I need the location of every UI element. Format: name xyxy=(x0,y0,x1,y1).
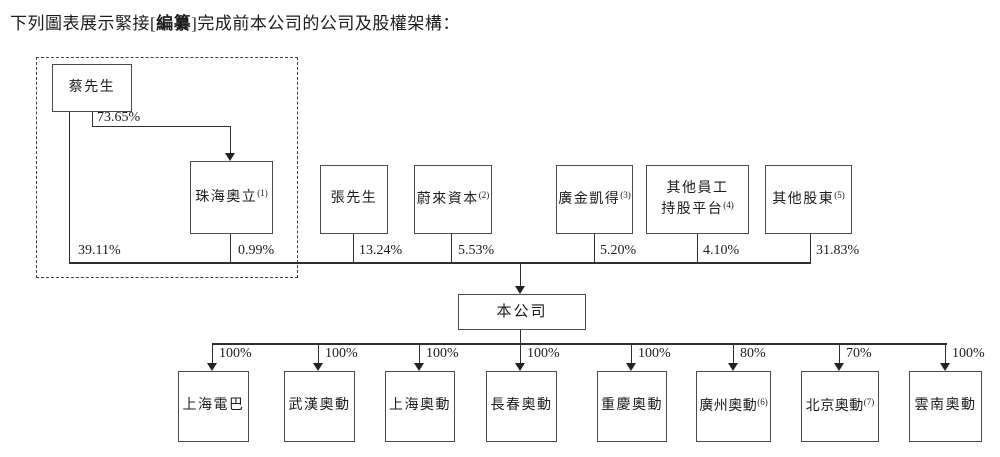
pct-label-zhang: 13.24% xyxy=(359,243,403,258)
node-beijing-aodong-footnote: (7) xyxy=(863,397,875,408)
pct-label-guangjin: 5.20% xyxy=(600,243,637,258)
connector-employee-platform-drop xyxy=(697,232,698,263)
node-other-shareholders: 其他股東(5) xyxy=(765,165,852,234)
arrowhead-into-company xyxy=(515,286,525,294)
node-yunnan-aodong: 雲南奧動 xyxy=(909,371,982,442)
node-zhuhai-aoli: 珠海奧立(1) xyxy=(190,161,273,234)
pct-label-sub-1: 100% xyxy=(219,346,252,361)
connector-sub-drop-7 xyxy=(839,345,840,364)
arrowhead-into-sub-6 xyxy=(728,363,738,371)
pct-label-sub-6: 80% xyxy=(740,346,766,361)
connector-weilai-drop xyxy=(451,232,452,263)
connector-sub-drop-3 xyxy=(419,345,420,364)
node-changchun-aodong-label: 長春奧動 xyxy=(490,398,553,414)
pct-label-cai-company: 39.11% xyxy=(78,243,121,258)
pct-label-sub-8: 100% xyxy=(952,346,985,361)
node-changchun-aodong: 長春奧動 xyxy=(486,371,557,442)
node-mr-zhang: 張先生 xyxy=(320,165,388,234)
node-zhuhai-aoli-footnote: (1) xyxy=(257,188,268,199)
pct-label-weilai: 5.53% xyxy=(458,243,495,258)
node-mr-zhang-label: 張先生 xyxy=(330,191,378,207)
arrowhead-into-sub-3 xyxy=(414,363,424,371)
node-guangjin-kaide-footnote: (3) xyxy=(620,190,631,201)
node-guangzhou-aodong-label: 廣州奧動 xyxy=(699,399,758,415)
node-employee-platform-label-line2: 持股平台 xyxy=(661,201,724,217)
pct-label-cai-zhuhai: 73.65% xyxy=(97,110,141,125)
node-company: 本公司 xyxy=(458,294,586,330)
node-yunnan-aodong-label: 雲南奧動 xyxy=(914,398,977,414)
node-chongqing-aodong-label: 重慶奧動 xyxy=(601,398,663,414)
page-title-prefix: 下列圖表展示緊接[ xyxy=(10,14,157,33)
node-beijing-aodong-label: 北京奧動 xyxy=(805,399,864,415)
node-shanghai-dianba: 上海電巴 xyxy=(178,371,249,442)
page-title-redaction: 編纂 xyxy=(156,14,192,33)
node-guangzhou-aodong-footnote: (6) xyxy=(757,397,768,408)
connector-cai-to-zhuhai-v1 xyxy=(92,110,93,127)
node-company-label: 本公司 xyxy=(496,303,548,320)
controlling-group-outline xyxy=(36,57,298,278)
node-mr-cai: 蔡先生 xyxy=(52,64,132,112)
node-other-shareholders-footnote: (5) xyxy=(834,190,845,201)
node-weilai-capital: 蔚來資本(2) xyxy=(414,165,492,234)
node-zhuhai-aoli-label: 珠海奧立 xyxy=(195,190,258,206)
node-weilai-capital-footnote: (2) xyxy=(478,190,490,201)
node-beijing-aodong: 北京奧動(7) xyxy=(801,371,879,442)
node-employee-platform: 其他員工 持股平台(4) xyxy=(646,165,749,234)
arrowhead-into-sub-4 xyxy=(515,363,525,371)
page-title: 下列圖表展示緊接[編纂]完成前本公司的公司及股權架構： xyxy=(10,9,460,34)
node-wuhan-aodong-label: 武漢奧動 xyxy=(288,398,351,414)
connector-company-down xyxy=(520,328,521,344)
pct-label-sub-5: 100% xyxy=(638,346,671,361)
node-shanghai-aodong: 上海奧動 xyxy=(385,371,455,442)
connector-sub-drop-6 xyxy=(733,345,734,364)
node-wuhan-aodong: 武漢奧動 xyxy=(284,371,355,442)
connector-cai-to-zhuhai-v2 xyxy=(230,126,231,155)
page-title-suffix: ]完成前本公司的公司及股權架構： xyxy=(191,14,460,33)
node-shanghai-aodong-label: 上海奧動 xyxy=(389,398,451,414)
arrowhead-into-sub-2 xyxy=(313,363,323,371)
node-chongqing-aodong: 重慶奧動 xyxy=(597,371,667,442)
connector-zhang-drop xyxy=(353,232,354,263)
arrowhead-into-sub-8 xyxy=(940,363,950,371)
connector-cai-to-zhuhai-h xyxy=(92,126,231,127)
node-guangjin-kaide-label: 廣金凱得 xyxy=(558,192,621,208)
shareholders-bus-line xyxy=(69,262,811,264)
pct-label-sub-7: 70% xyxy=(846,346,872,361)
pct-label-sub-2: 100% xyxy=(325,346,358,361)
connector-sub-drop-2 xyxy=(318,345,319,364)
node-shanghai-dianba-label: 上海電巴 xyxy=(182,398,245,414)
node-guangjin-kaide: 廣金凱得(3) xyxy=(556,165,633,234)
node-guangzhou-aodong: 廣州奧動(6) xyxy=(696,371,771,442)
node-mr-cai-label: 蔡先生 xyxy=(68,79,116,95)
connector-bus-to-company xyxy=(520,264,521,287)
connector-sub-drop-8 xyxy=(945,345,946,364)
arrowhead-into-sub-5 xyxy=(626,363,636,371)
connector-sub-drop-4 xyxy=(520,345,521,364)
connector-other-shareholders-drop xyxy=(810,232,811,263)
pct-label-employee-platform: 4.10% xyxy=(703,243,740,258)
node-other-shareholders-label: 其他股東 xyxy=(772,192,835,208)
pct-label-other-shareholders: 31.83% xyxy=(816,243,860,258)
node-weilai-capital-label: 蔚來資本 xyxy=(416,192,479,208)
arrowhead-into-sub-1 xyxy=(207,363,217,371)
connector-guangjin-drop xyxy=(594,232,595,263)
arrowhead-into-sub-7 xyxy=(834,363,844,371)
connector-zhuhai-drop xyxy=(230,232,231,263)
arrowhead-into-zhuhai-aoli xyxy=(225,153,235,161)
pct-label-sub-4: 100% xyxy=(527,346,560,361)
pct-label-zhuhai-company: 0.99% xyxy=(238,243,275,258)
pct-label-sub-3: 100% xyxy=(426,346,459,361)
subsidiaries-bus-line xyxy=(212,343,947,345)
connector-sub-drop-1 xyxy=(212,345,213,364)
node-employee-platform-footnote: (4) xyxy=(723,199,734,210)
connector-cai-to-company xyxy=(69,110,70,263)
connector-sub-drop-5 xyxy=(631,345,632,364)
node-employee-platform-label-line1: 其他員工 xyxy=(666,180,729,196)
